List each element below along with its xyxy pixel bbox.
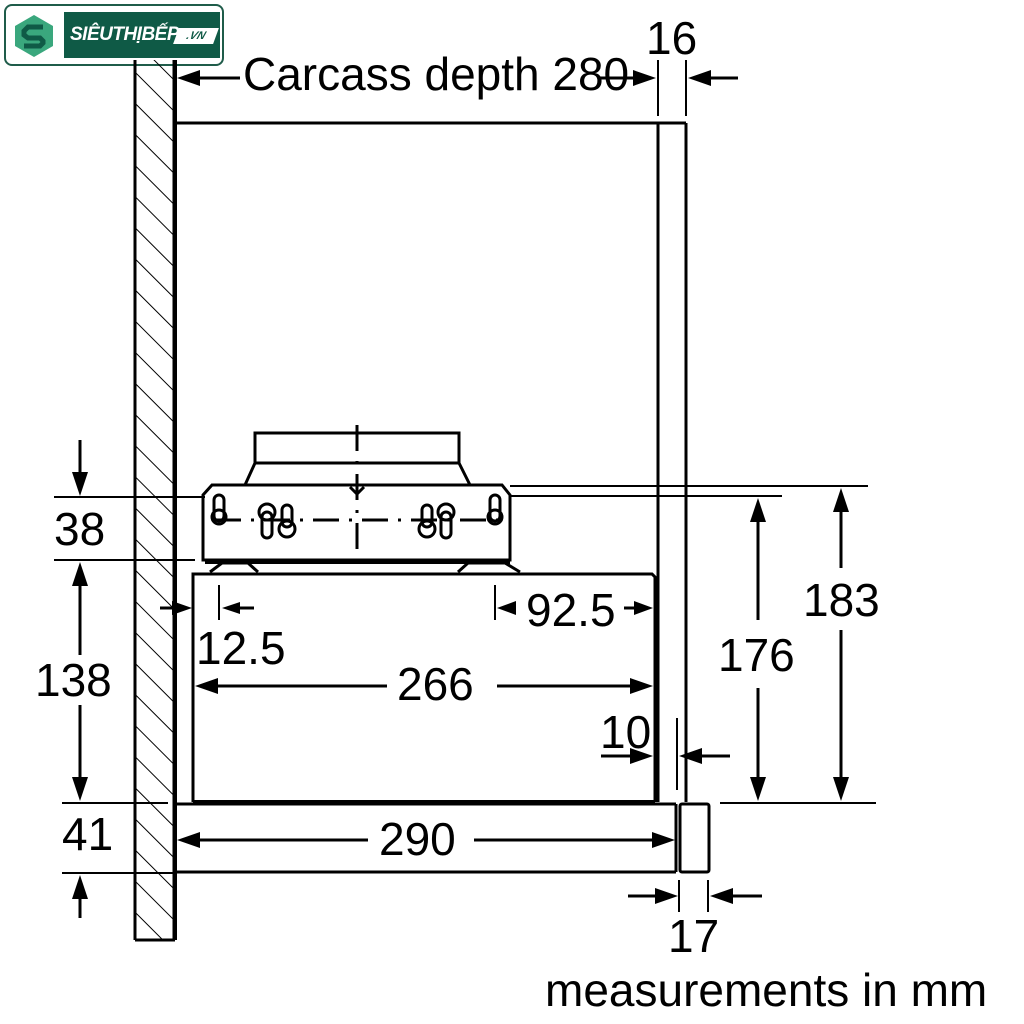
label-body-height: 138: [35, 654, 112, 706]
label-right-offset: 92.5: [526, 584, 616, 636]
keyhole-slot-icon: [210, 493, 228, 526]
dimension-front-panel: 17: [628, 880, 762, 962]
label-left-offset: 12.5: [196, 622, 286, 674]
hood-body: [191, 572, 657, 804]
dimension-right-offset: 92.5: [497, 584, 653, 636]
keyhole-slot-icon: [277, 503, 297, 539]
keyhole-slot-icon: [257, 502, 277, 540]
label-front-panel: 17: [668, 910, 719, 962]
keyhole-slot-icon: [486, 493, 504, 526]
dimension-front-gap: 10: [600, 706, 730, 764]
dimension-left-offset: 12.5: [160, 601, 286, 674]
dimension-left-heights: 38 138 41: [35, 440, 205, 918]
label-carcass-depth: Carcass depth 280: [243, 48, 629, 100]
label-side-panel: 16: [646, 12, 697, 64]
cabinet-carcass: [175, 121, 688, 874]
dimension-right-heights: 176 183: [510, 485, 880, 804]
logo-band: SIÊUTHỊBẾP .VN: [64, 12, 220, 58]
keyhole-slot-icon: [436, 502, 456, 540]
label-total-height: 183: [803, 574, 880, 626]
wall: [133, 60, 177, 942]
label-front-gap: 10: [600, 706, 651, 758]
units-note: measurements in mm: [545, 964, 987, 1016]
telescopic-panel: [175, 718, 711, 874]
label-inner-height: 176: [718, 629, 795, 681]
logo-s-icon: [15, 15, 53, 57]
keyhole-slot-icon: [417, 503, 437, 539]
dimension-total-depth: 290: [177, 813, 675, 865]
label-bracket-height: 38: [54, 503, 105, 555]
dimension-body-depth: 266: [195, 658, 653, 710]
label-body-depth: 266: [397, 658, 474, 710]
brand-logo[interactable]: SIÊUTHỊBẾP .VN: [4, 4, 224, 66]
logo-name: SIÊUTHỊBẾP: [70, 24, 180, 45]
dimension-carcass-depth: Carcass depth 280 16: [177, 12, 738, 116]
label-front-height: 41: [62, 808, 113, 860]
label-total-depth: 290: [379, 813, 456, 865]
fan-motor-housing: [243, 425, 472, 560]
mounting-bracket: [201, 483, 521, 574]
